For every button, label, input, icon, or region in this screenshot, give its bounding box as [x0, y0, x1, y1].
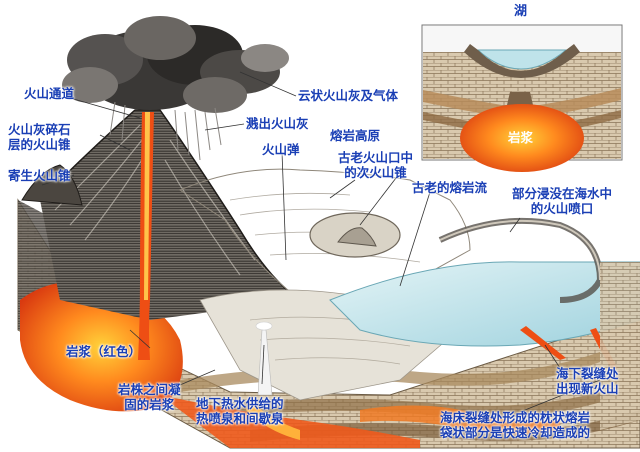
- leader-lines: [41, 71, 601, 413]
- label-pillow-lava-line2: 袋状部分是快速冷却造成的: [440, 425, 591, 440]
- label-magma-inset: 岩浆: [508, 130, 534, 145]
- seafloor-crack: [520, 326, 566, 360]
- falling-ash: [109, 101, 222, 161]
- label-submerged-crater: 部分浸没在海水中 的火山喷口: [512, 186, 612, 216]
- label-ash-cloud: 云状火山灰及气体: [298, 88, 399, 103]
- label-hot-springs-line1: 地下热水供给的: [196, 396, 284, 411]
- label-hot-springs-line2: 热喷泉和间歇泉: [196, 411, 284, 426]
- label-secondary-cone-line1: 古老火山口中: [338, 150, 414, 165]
- label-pillow-lava: 海床裂缝处形成的枕状熔岩 袋状部分是快速冷却造成的: [440, 410, 590, 440]
- label-ash-debris-cone-line1: 火山灰碎石: [8, 122, 71, 137]
- label-ash-debris-cone-line2: 层的火山锥: [8, 137, 71, 152]
- label-seafloor-volcano-line2: 出现新火山: [556, 381, 619, 396]
- label-submerged-crater-line1: 部分浸没在海水中: [512, 186, 613, 201]
- secondary-cone: [337, 227, 377, 247]
- label-magma-red: 岩浆（红色）: [66, 344, 142, 359]
- label-secondary-cone: 古老火山口中 的次火山锥: [338, 150, 413, 180]
- label-solidified-magma-line2: 固的岩浆: [124, 397, 175, 412]
- label-lake: 湖: [514, 4, 528, 19]
- label-secondary-cone-line2: 的次火山锥: [344, 165, 407, 180]
- ash-cloud: [62, 16, 289, 113]
- label-hot-springs: 地下热水供给的 热喷泉和间歇泉: [196, 396, 284, 426]
- label-volcanic-conduit: 火山通道: [24, 86, 75, 101]
- label-ash-debris-cone: 火山灰碎石 层的火山锥: [8, 122, 71, 152]
- label-submerged-crater-line2: 的火山喷口: [530, 201, 594, 216]
- lake-crater-inset: [421, 24, 623, 172]
- label-lava-plateau: 熔岩高原: [330, 128, 381, 143]
- label-pillow-lava-line1: 海床裂缝处形成的枕状熔岩: [440, 410, 591, 425]
- label-spattered-ash: 溅出火山灰: [246, 116, 309, 131]
- lava-plateau: [178, 168, 471, 301]
- label-ancient-lava-flow: 古老的熔岩流: [412, 180, 488, 195]
- label-seafloor-volcano-line1: 海下裂缝处: [556, 366, 619, 381]
- parasitic-cone: [21, 164, 83, 206]
- label-solidified-magma: 岩株之间凝 固的岩浆: [118, 382, 181, 412]
- label-solidified-magma-line1: 岩株之间凝: [118, 382, 181, 397]
- main-volcano-cone: [39, 109, 301, 320]
- label-parasitic-volcano: 寄生火山锥: [8, 168, 71, 183]
- label-seafloor-volcano: 海下裂缝处 出现新火山: [556, 366, 619, 396]
- label-volcanic-bomb: 火山弹: [262, 142, 300, 157]
